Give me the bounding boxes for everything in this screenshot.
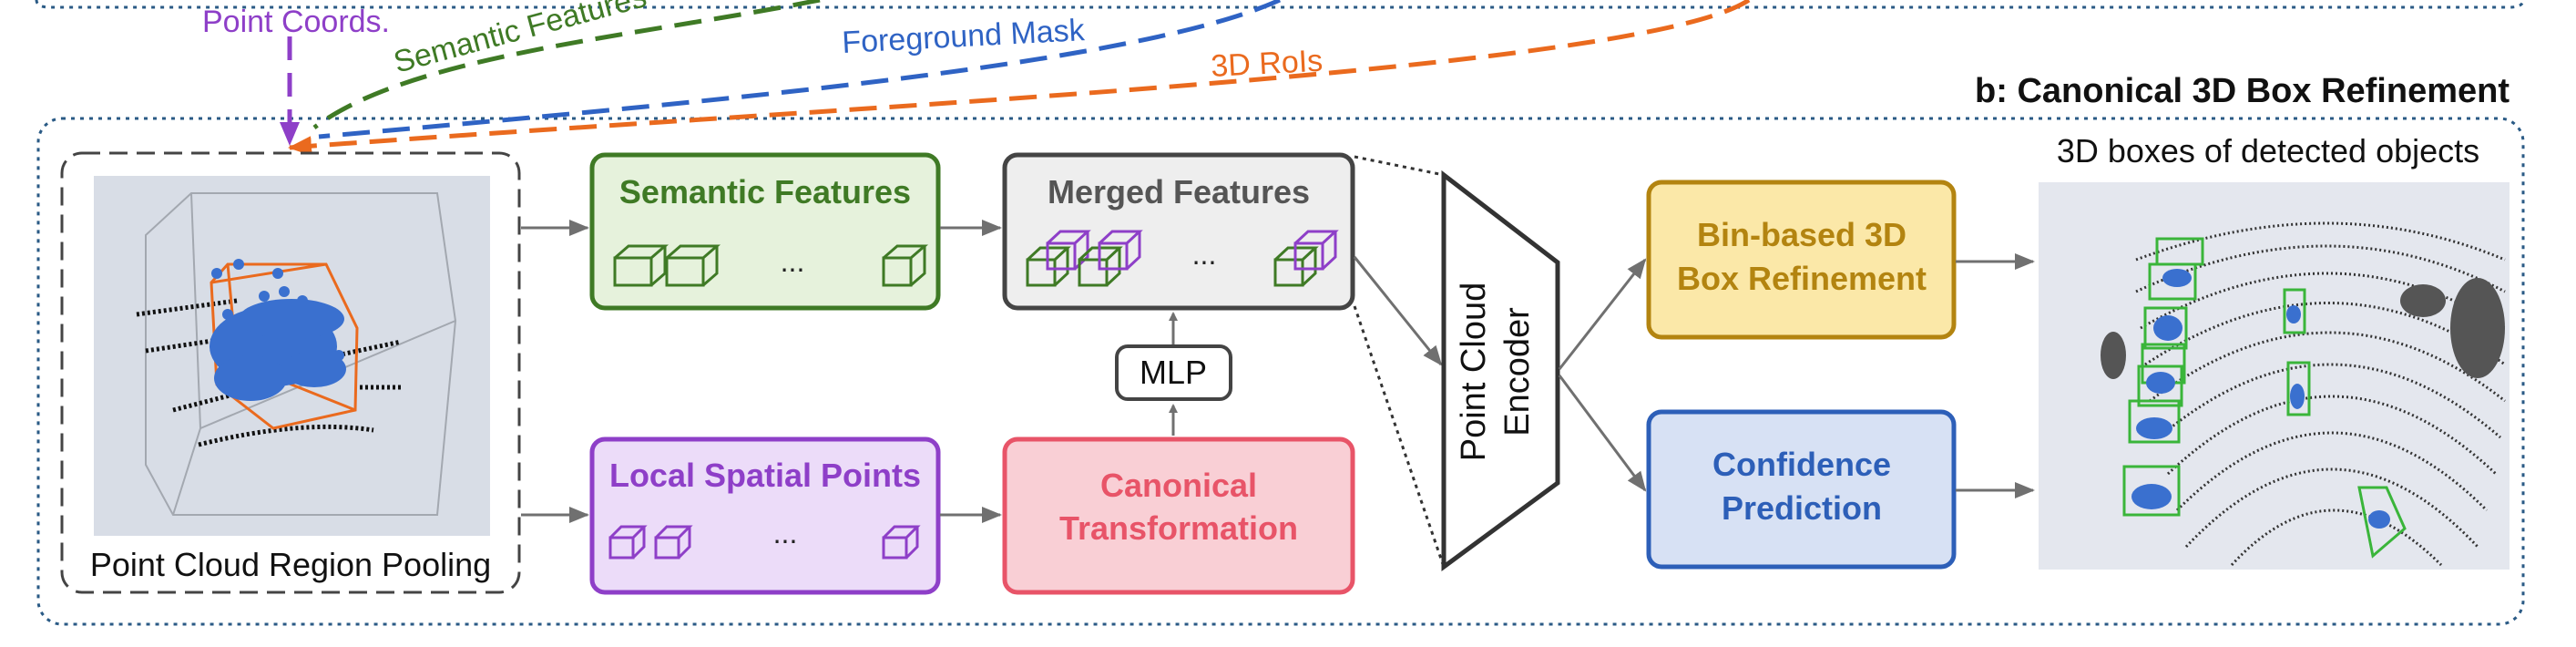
semantic-ellipsis: ... <box>781 245 805 278</box>
encoder-line2: Encoder <box>1498 307 1537 436</box>
semantic-features-arrow <box>312 0 821 129</box>
canonical-line2: Transformation <box>1059 509 1298 547</box>
stage-b-title: b: Canonical 3D Box Refinement <box>1975 72 2510 110</box>
confidence-line1: Confidence <box>1712 446 1891 483</box>
canonical-transformation-box <box>1002 436 1355 595</box>
semantic-feature-icons <box>613 244 929 287</box>
local-ellipsis: ... <box>773 517 798 549</box>
result-vegetation <box>2101 278 2505 379</box>
result-detected-boxes <box>2122 237 2407 559</box>
confidence-box <box>1646 409 1957 570</box>
point-cloud-encoder <box>1441 169 1560 571</box>
pooling-label: Point Cloud Region Pooling <box>90 546 491 583</box>
rois-3d-label: 3D RoIs <box>1210 44 1324 84</box>
semantic-features-arrow-label: Semantic Features <box>390 0 649 80</box>
result-lidar-rings <box>2135 221 2506 567</box>
pooling-wireframe-cube <box>145 192 457 516</box>
result-caption: 3D boxes of detected objects <box>2057 132 2479 169</box>
merged-ellipsis: ... <box>1192 238 1217 271</box>
merged-features-title: Merged Features <box>1048 173 1310 211</box>
pooling-points <box>210 259 346 401</box>
confidence-line2: Prediction <box>1722 489 1882 527</box>
semantic-features-box <box>589 152 941 311</box>
bin-line2: Box Refinement <box>1677 260 1927 297</box>
bin-refinement-box <box>1646 180 1957 340</box>
merged-to-encoder-bottom-dots <box>1353 305 1446 568</box>
rois-3d-arrow <box>288 0 1751 157</box>
merged-to-encoder-arrow <box>1353 256 1443 366</box>
upper-stage-border <box>35 0 2525 9</box>
local-spatial-points-title: Local Spatial Points <box>609 457 921 494</box>
mlp-box <box>1115 344 1232 401</box>
point-coords-label: Point Coords. <box>202 5 390 39</box>
bin-line1: Bin-based 3D <box>1697 216 1906 253</box>
mlp-label: MLP <box>1140 354 1207 391</box>
encoder-to-bin-arrow <box>1558 258 1647 370</box>
foreground-mask-arrow <box>318 0 1282 139</box>
foreground-mask-label: Foreground Mask <box>841 13 1086 60</box>
local-point-icons <box>608 525 921 560</box>
merged-features-box <box>1002 152 1355 311</box>
canonical-line1: Canonical <box>1100 467 1257 504</box>
encoder-to-confidence-arrow <box>1558 375 1647 492</box>
merged-feature-icons <box>1026 230 1339 287</box>
encoder-line1: Point Cloud <box>1455 282 1493 461</box>
merged-to-encoder-top-dots <box>1354 155 1445 177</box>
result-detected-points <box>2131 269 2390 529</box>
semantic-features-title: Semantic Features <box>619 173 911 211</box>
